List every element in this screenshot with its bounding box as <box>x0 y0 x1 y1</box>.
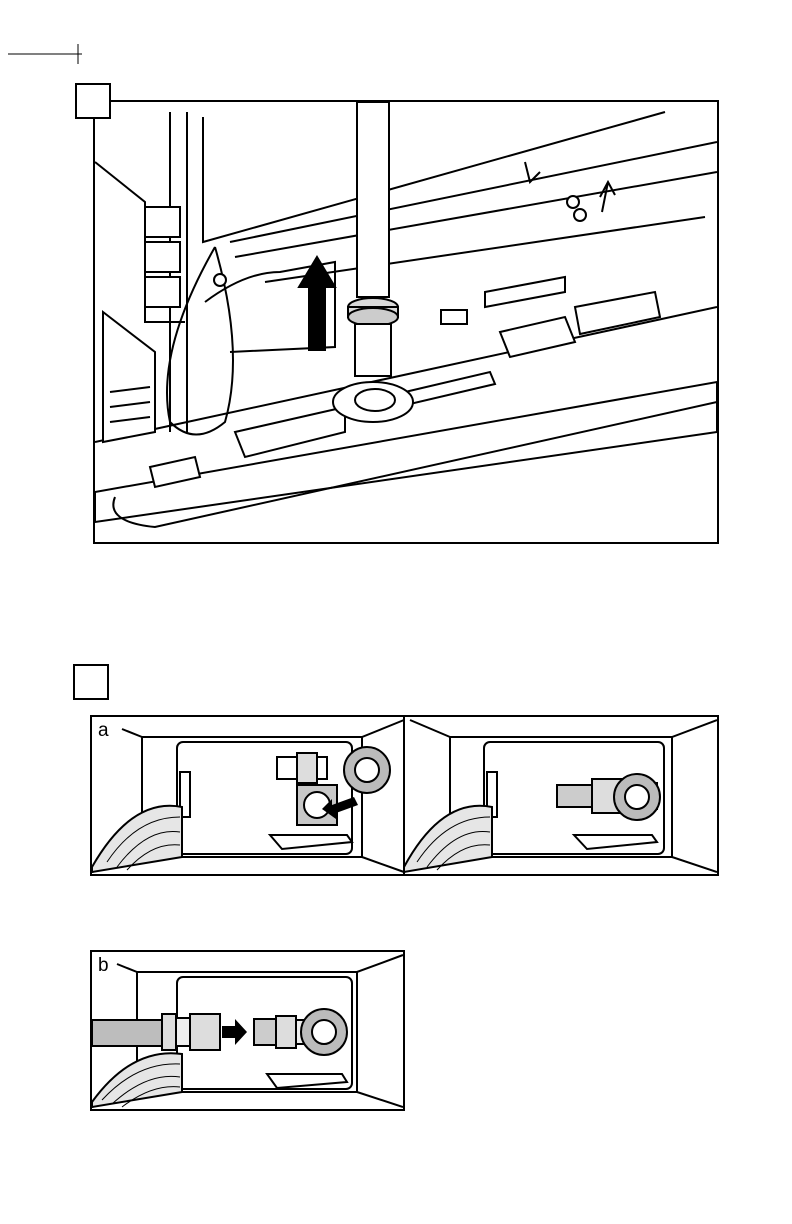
panel-b-drawing <box>92 952 403 1109</box>
panel-a-left <box>92 720 404 872</box>
arrow-up-icon <box>299 257 335 350</box>
panel-b-figure: b <box>90 950 405 1111</box>
appliance-drain-illustration <box>93 100 719 544</box>
panel-a-right <box>404 720 717 872</box>
panel-a-label: a <box>96 721 111 740</box>
appliance-drain-drawing <box>95 102 717 542</box>
step-2-marker <box>73 664 109 700</box>
panel-a-figure: a <box>90 715 719 876</box>
step-1-marker <box>75 83 111 119</box>
panel-b-label: b <box>96 956 111 975</box>
cut-mark-icon <box>8 44 88 64</box>
panel-a-drawing <box>92 717 717 874</box>
